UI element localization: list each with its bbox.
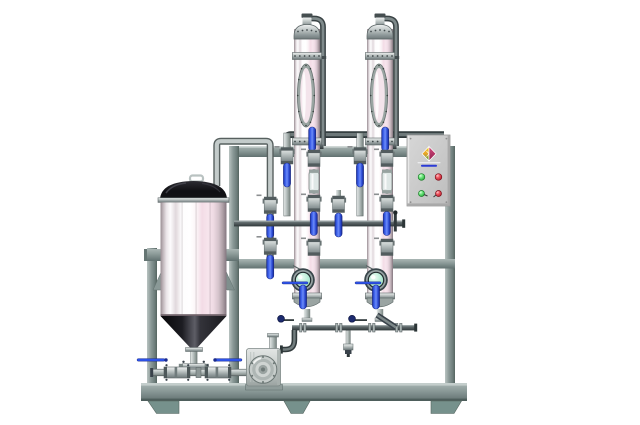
sample-valve-mid	[330, 190, 347, 238]
blue-valve-handle	[382, 211, 391, 236]
tank-shell	[160, 202, 227, 316]
conical-feed-tank: conical-feed-tank	[157, 174, 230, 365]
bottom-valve-manifold: bottom-valve-manifold	[136, 358, 255, 381]
blue-valve-handle	[309, 211, 318, 236]
panel-box	[406, 134, 451, 207]
manifold-valve	[163, 364, 191, 381]
blue-valve-handle	[334, 212, 343, 238]
butterfly-knob	[277, 315, 294, 323]
brand-logo	[417, 145, 441, 167]
drain-valve	[343, 330, 354, 357]
blue-rod-handle	[213, 358, 243, 362]
led-bottom-left	[418, 190, 428, 197]
frame-post-middle	[229, 146, 239, 395]
frame-post-right	[445, 146, 455, 395]
led-top-right	[434, 173, 443, 181]
mid-cross-pipe	[234, 190, 406, 238]
frame-top-rail	[233, 146, 455, 157]
frame-mid-rail-right	[239, 259, 455, 269]
tank-flange	[157, 197, 230, 203]
blue-rod-handle	[136, 358, 168, 362]
led-top-left	[417, 173, 426, 181]
frame-foot-middle	[283, 400, 311, 414]
membrane-column-2: membrane-column-2	[348, 14, 400, 322]
lid-handle	[188, 174, 205, 183]
support-frame: support-frame	[141, 146, 467, 414]
tank-outlet	[185, 347, 203, 365]
panel-leds	[417, 173, 443, 198]
logo-text-line	[417, 162, 441, 164]
butterfly-knob	[348, 315, 367, 323]
frame-base-beam	[141, 383, 467, 401]
frame-foot-left	[147, 400, 180, 414]
frame-post-left	[147, 248, 157, 395]
tank-cone	[160, 316, 227, 348]
logo-text-line-blue	[421, 164, 437, 167]
led-bottom-right	[433, 190, 442, 198]
pump-head	[248, 355, 278, 384]
drain-piping	[277, 312, 418, 357]
blue-valve-handle	[266, 254, 275, 280]
frame-foot-right	[430, 400, 463, 414]
feed-pump: feed-pump	[245, 333, 283, 391]
control-panel: control-panel	[406, 134, 451, 207]
manifold-valve	[204, 364, 232, 381]
membrane-column-1: membrane-column-1	[275, 14, 327, 322]
